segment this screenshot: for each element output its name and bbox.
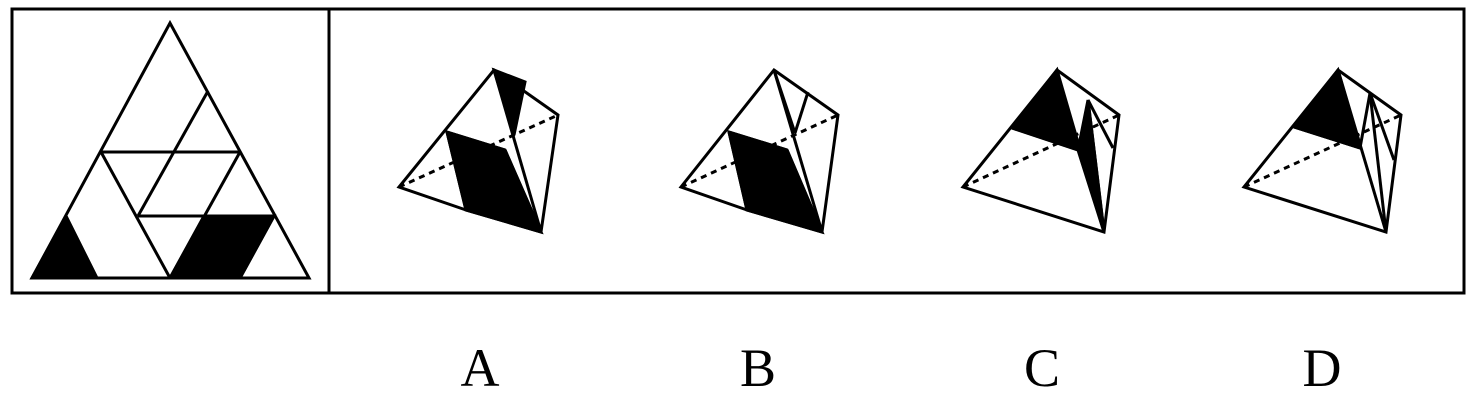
option-b-hidden-edge	[680, 113, 839, 189]
option-c-hidden-edge	[962, 113, 1120, 189]
frame-border	[10, 7, 1466, 295]
net-shaded-corner-triangle	[29, 212, 100, 280]
question-frame	[10, 7, 1466, 295]
net-inner-lines	[99, 90, 276, 279]
option-d-figure	[1241, 66, 1403, 234]
option-d-hidden-edge	[1243, 113, 1402, 189]
option-a-figure	[396, 67, 560, 235]
unfolded-net	[29, 19, 312, 280]
option-a-outline	[396, 67, 560, 234]
option-c-label[interactable]: C	[1023, 338, 1061, 398]
option-b-outline	[678, 67, 840, 234]
option-d-label[interactable]: D	[1302, 338, 1342, 398]
option-b-figure	[678, 67, 840, 235]
option-b-label[interactable]: B	[739, 338, 777, 398]
option-c-figure	[960, 66, 1121, 234]
option-a-label[interactable]: A	[460, 338, 500, 398]
option-a-hidden-edge	[398, 113, 559, 189]
